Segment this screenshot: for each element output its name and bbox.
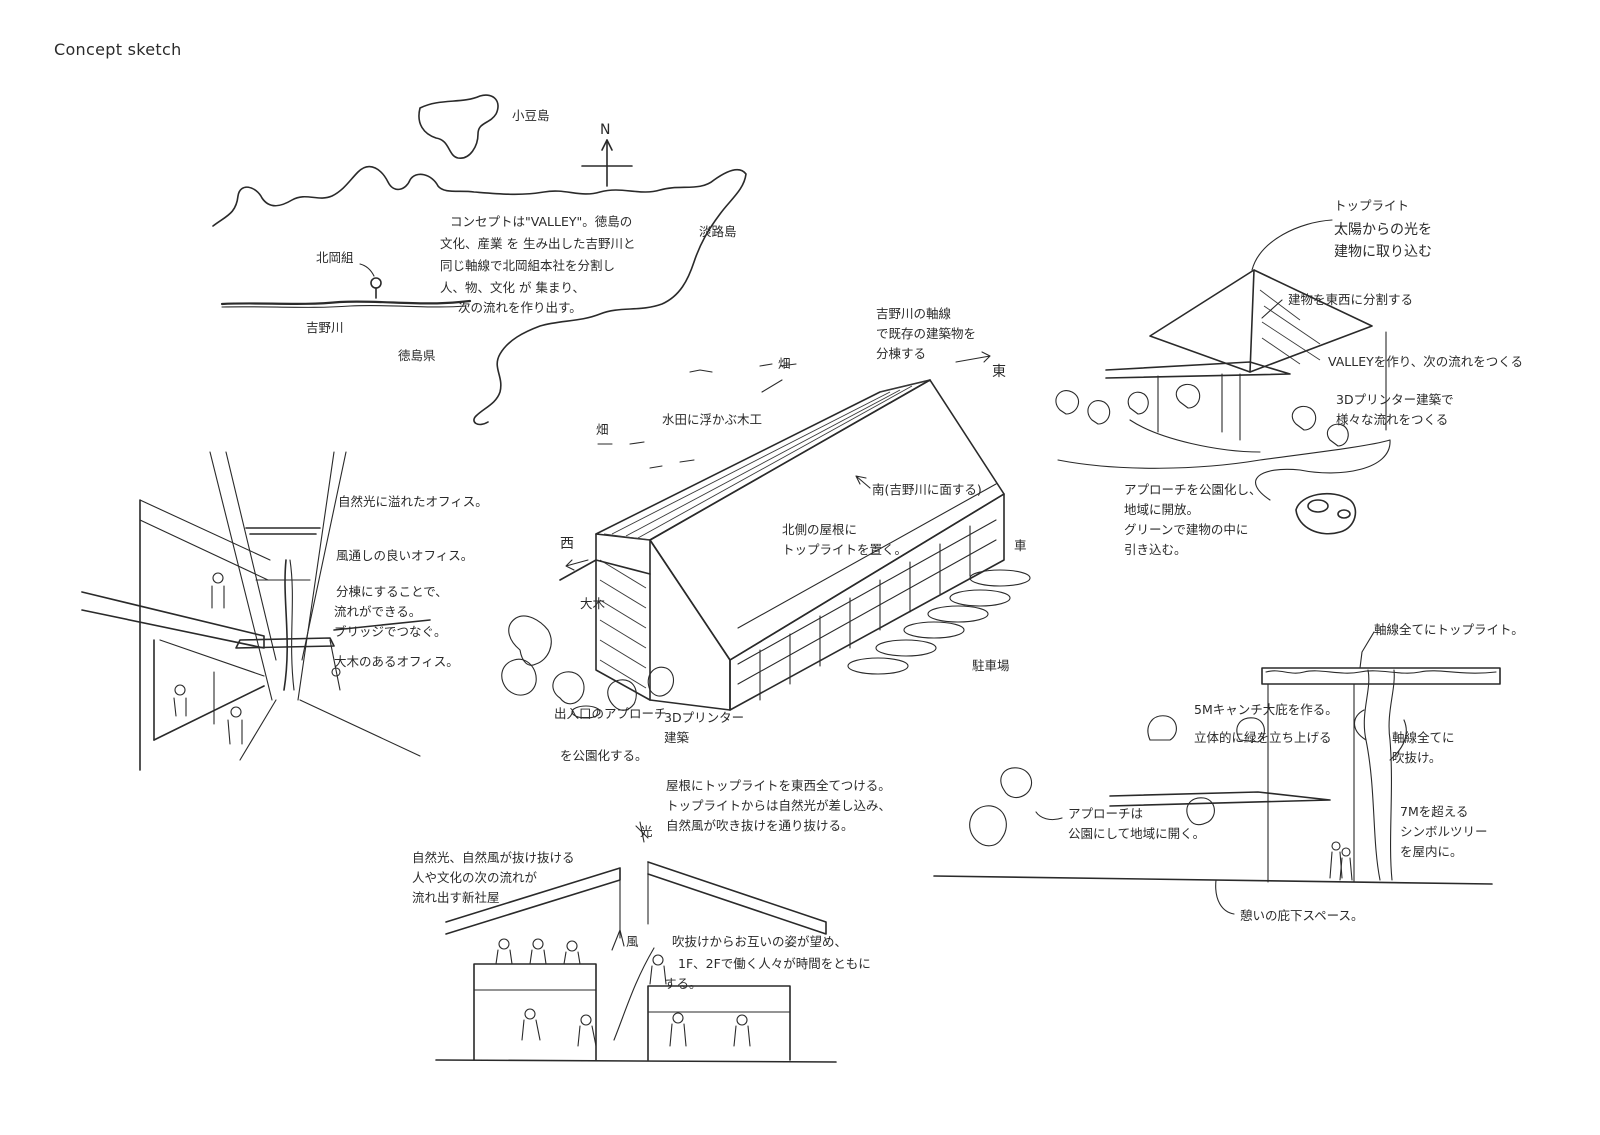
- symbol-tree: [1353, 669, 1407, 881]
- west-label: 西: [560, 536, 574, 552]
- pavilion-split-note: 建物を東西に分割する: [1288, 292, 1413, 307]
- page-title: Concept sketch: [54, 40, 182, 59]
- pavilion-park-note-1: アプローチを公園化し、: [1124, 482, 1262, 497]
- sun-mark: 光: [640, 824, 653, 839]
- void-note-2: 1F、2Fで働く人々が時間をともに: [678, 956, 871, 971]
- wind-label: 風: [626, 934, 639, 949]
- right-approach-note-1: アプローチは: [1068, 806, 1143, 821]
- awaji-label: 淡路島: [699, 224, 737, 239]
- north-arrow: N: [581, 122, 633, 187]
- pavilion-park-note-2: 地域に開放。: [1124, 502, 1199, 517]
- pavilion-printer-note-2: 様々な流れをつくる: [1336, 412, 1448, 427]
- pavilion-toplight-note-2: 建物に取り込む: [1334, 244, 1432, 260]
- aerial-building: 吉野川の軸線 で既存の建築物を 分棟する 東 西 南(吉野川に面する) 畑 畑 …: [501, 306, 1031, 763]
- car-icon: [1295, 492, 1357, 535]
- pavilion-toplight-title: トップライト: [1334, 198, 1409, 213]
- right-void-note-1: 軸線全てに: [1392, 730, 1455, 745]
- concept-line-1: コンセプトは"VALLEY"。徳島の: [450, 214, 632, 229]
- site-label: 北岡組: [316, 250, 354, 265]
- section-left-note-1: 自然光、自然風が抜け抜ける: [412, 850, 575, 865]
- section-people: [495, 938, 751, 1047]
- roof-note-1: 屋根にトップライトを東西全てつける。: [666, 778, 891, 793]
- river-line: [220, 299, 472, 306]
- interior-note-6: 大木のあるオフィス。: [334, 654, 459, 669]
- void-note-1: 吹抜けからお互いの姿が望め、: [672, 934, 847, 949]
- interior-note-5: ブリッジでつなぐ。: [334, 624, 447, 639]
- rice-note: 水田に浮かぶ木工: [662, 412, 762, 427]
- right-approach-note-2: 公園にして地域に開く。: [1068, 826, 1205, 841]
- right-void-note-2: 吹抜け。: [1392, 750, 1441, 765]
- approach-note-2: を公園化する。: [560, 748, 648, 763]
- coastline: [212, 165, 747, 426]
- concept-line-3: 同じ軸線で北岡組本社を分割し: [440, 258, 615, 273]
- concept-line-4: 人、物、文化 が 集まり、: [440, 280, 585, 295]
- approach-note-1: 出入口のアプローチ: [554, 706, 667, 721]
- axis-note-1: 吉野川の軸線: [876, 306, 952, 321]
- field-top-label: 畑: [778, 356, 791, 371]
- pavilion-park-note-4: 引き込む。: [1124, 542, 1187, 557]
- right-span-note: 5Mキャンチ大庇を作る。: [1194, 702, 1338, 717]
- parking-ovals: [847, 569, 1031, 675]
- aerial-toplight-note-1: 北側の屋根に: [782, 522, 857, 537]
- roof-note-2: トップライトからは自然光が差し込み、: [666, 798, 891, 813]
- car-label: 車: [1014, 538, 1027, 553]
- parking-label: 駐車場: [972, 658, 1010, 673]
- axis-note-2: で既存の建築物を: [876, 326, 976, 341]
- interior-note-2: 風通しの良いオフィス。: [336, 548, 473, 563]
- pavilion-toplight-note-1: 太陽からの光を: [1334, 222, 1432, 238]
- river-label: 吉野川: [306, 320, 344, 335]
- big-tree-label: 大木: [580, 596, 606, 611]
- concept-line-5: 次の流れを作り出す。: [458, 300, 582, 315]
- build-note-2: 建築: [664, 730, 690, 745]
- build-note-1: 3Dプリンター: [664, 710, 744, 725]
- interior-perspective: 自然光に溢れたオフィス。 風通しの良いオフィス。 分棟にすることで、 流れができ…: [81, 451, 488, 771]
- interior-note-1: 自然光に溢れたオフィス。: [338, 494, 488, 509]
- small-island-outline: [418, 94, 499, 159]
- small-island-label: 小豆島: [512, 108, 550, 123]
- map-sketch: 小豆島 N 淡路島 吉野川 徳島県 北岡組: [212, 94, 747, 426]
- prefecture-label: 徳島県: [398, 348, 436, 363]
- pavilion-park-note-3: グリーンで建物の中に: [1124, 522, 1248, 537]
- right-toplight-note: 軸線全てにトップライト。: [1374, 622, 1524, 637]
- void-note-3: する。: [664, 976, 702, 991]
- pavilion-printer-note-1: 3Dプリンター建築で: [1336, 392, 1454, 407]
- right-green-note: 立体的に緑を立ち上げる: [1194, 730, 1332, 745]
- aerial-toplight-note-2: トップライトを置く。: [782, 542, 907, 557]
- section-center: 屋根にトップライトを東西全てつける。 トップライトからは自然光が差し込み、 自然…: [412, 778, 891, 1063]
- section-right: 軸線全てにトップライト。 5Mキャンチ大庇を作る。 立体的に緑を立ち上げる 軸線…: [933, 622, 1524, 923]
- aerial-trees: [501, 615, 675, 719]
- pavilion-valley-note: VALLEYを作り、次の流れをつくる: [1328, 354, 1523, 369]
- right-tree-note-2: シンボルツリー: [1400, 824, 1488, 839]
- east-label: 東: [992, 364, 1006, 380]
- interior-note-4: 流れができる。: [334, 604, 421, 619]
- concept-line-2: 文化、産業 を 生み出した吉野川と: [440, 236, 635, 251]
- interior-note-3: 分棟にすることで、: [336, 584, 448, 599]
- axis-note-3: 分棟する: [876, 346, 926, 361]
- right-under-note: 憩いの庇下スペース。: [1240, 908, 1364, 923]
- roof-hatching: [603, 379, 931, 541]
- right-tree-note-1: 7Mを超える: [1400, 804, 1468, 819]
- roof-note-3: 自然風が吹き抜けを通り抜ける。: [666, 818, 854, 833]
- site-marker: 北岡組: [316, 250, 382, 299]
- pavilion-sketch: トップライト 太陽からの光を 建物に取り込む 建物を東西に分割する VALLEY…: [1055, 198, 1523, 557]
- section-left-note-3: 流れ出す新社屋: [412, 890, 500, 905]
- north-label: N: [600, 122, 610, 138]
- right-tree-note-3: を屋内に。: [1400, 844, 1463, 859]
- section-left-note-2: 人や文化の次の流れが: [412, 870, 538, 885]
- map-concept-text: コンセプトは"VALLEY"。徳島の 文化、産業 を 生み出した吉野川と 同じ軸…: [440, 214, 635, 315]
- south-label: 南(吉野川に面する): [872, 482, 982, 497]
- field-side-label: 畑: [596, 422, 609, 437]
